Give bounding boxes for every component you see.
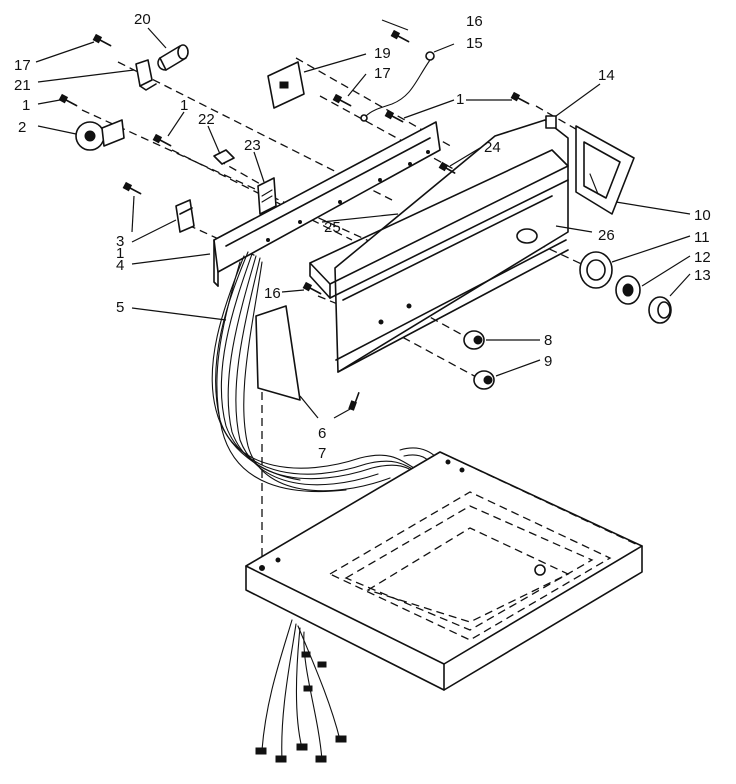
callout-16-b: 16 <box>264 285 281 302</box>
callout-12: 12 <box>694 249 711 266</box>
part-19-switch <box>267 61 305 109</box>
part-8-knob <box>463 330 485 350</box>
callout-1: 1 <box>22 97 30 114</box>
callout-25: 25 <box>324 219 341 236</box>
callout-15: 15 <box>466 35 483 52</box>
part-10-endcap <box>575 125 635 215</box>
callout-10: 10 <box>694 207 711 224</box>
callout-4: 4 <box>116 257 124 274</box>
leader-lines <box>35 19 691 419</box>
panel-knob-hole <box>516 228 538 244</box>
callout-26: 26 <box>598 227 615 244</box>
part-23-terminal <box>257 177 277 215</box>
callout-9: 9 <box>544 353 552 370</box>
part-13-knob <box>648 296 672 324</box>
callout-16: 16 <box>466 13 483 30</box>
callout-1-d: 1 <box>456 91 464 108</box>
callout-21: 21 <box>14 77 31 94</box>
callout-24: 24 <box>484 139 501 156</box>
part-14-clip <box>545 115 557 129</box>
callout-1-c: 1 <box>116 245 124 262</box>
callout-13: 13 <box>694 267 711 284</box>
callout-20: 20 <box>134 11 151 28</box>
callout-6: 6 <box>318 425 326 442</box>
callout-22: 22 <box>198 111 215 128</box>
part-9-knob <box>473 370 495 390</box>
part-2-switch <box>75 119 125 151</box>
alignment-dashed-lines <box>81 57 613 566</box>
callout-17: 17 <box>14 57 31 74</box>
callout-19: 19 <box>374 45 391 62</box>
part-15-lead <box>360 51 435 122</box>
part-21-clip <box>135 59 157 91</box>
part-22-block <box>213 149 235 165</box>
callout-11: 11 <box>694 229 710 246</box>
part-6-side-panel <box>255 305 301 401</box>
control-bracket <box>213 121 441 287</box>
part-20-cylinder <box>157 44 189 71</box>
screws <box>58 29 530 411</box>
callout-2: 2 <box>18 119 26 136</box>
callout-23: 23 <box>244 137 261 154</box>
top-panel-frame <box>245 451 643 691</box>
callout-5: 5 <box>116 299 124 316</box>
callout-8: 8 <box>544 332 552 349</box>
console-panel <box>309 119 569 373</box>
callout-7: 7 <box>318 445 326 462</box>
callout-3: 3 <box>116 233 124 250</box>
callout-labels: 20 17 21 1 2 1 22 23 1 3 4 5 16 16 15 19… <box>14 11 711 462</box>
part-3-bracket <box>175 199 195 233</box>
bottom-harness <box>255 619 347 763</box>
callout-17-b: 17 <box>374 65 391 82</box>
callout-14: 14 <box>598 67 615 84</box>
callout-1-b: 1 <box>180 97 188 114</box>
part-12-skirt <box>615 275 641 305</box>
part-11-ring <box>579 251 613 289</box>
